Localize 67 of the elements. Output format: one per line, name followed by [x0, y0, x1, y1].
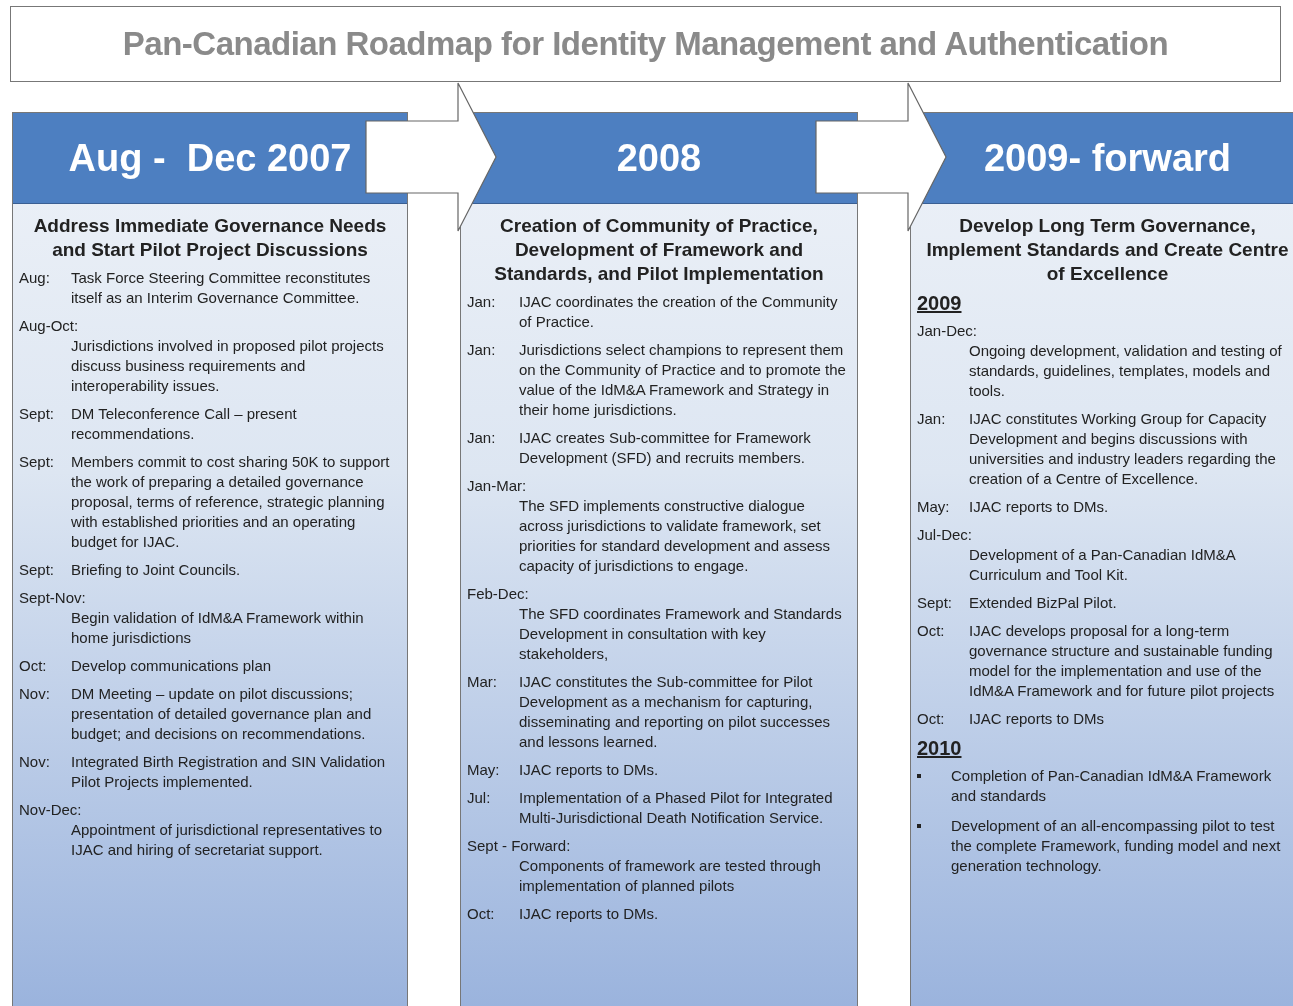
- date-label: Sept-Nov:: [19, 588, 86, 608]
- date-label: Nov-Dec:: [19, 800, 82, 820]
- bullet-text: Completion of Pan-Canadian IdM&A Framework and standards: [951, 766, 1293, 806]
- date-label: Oct:: [917, 621, 946, 641]
- event-text: Components of framework are tested through implementation of planned pilots: [519, 856, 822, 896]
- date-label: May:: [467, 760, 501, 780]
- date-label: Jan-Mar:: [467, 476, 527, 496]
- date-label: Feb-Dec:: [467, 584, 529, 604]
- event-text: The SFD implements constructive dialogue across jurisdictions to validate framework, set priorities for standard development and assess capacity of jurisdictions to engage.: [519, 496, 831, 576]
- bullet-text: Development of an all-encompassing pilot to test the complete Framework, funding model and next generation technology.: [951, 816, 1293, 876]
- date-label: Aug:: [19, 268, 51, 288]
- date-label: Sept - Forward:: [467, 836, 571, 856]
- year-heading: 2009: [917, 292, 963, 315]
- date-label: May:: [917, 497, 951, 517]
- event-text: IJAC constitutes Working Group for Capacity Development and begins discussions with universities and industry leaders regarding the creation of a Centre of Excellence.: [969, 409, 1277, 489]
- phase-heading: Creation of Community of Practice, Development of Framework and Standards, and Pilot Implementation: [493, 214, 825, 286]
- date-label: Jan-Dec:: [917, 321, 978, 341]
- event-text: Jurisdictions select champions to represent them on the Community of Practice and to promote the value of the IdM&A Framework and Strategy in their home jurisdictions.: [519, 340, 847, 420]
- event-text: Develop communications plan: [71, 656, 273, 676]
- event-text: IJAC reports to DMs.: [519, 760, 660, 780]
- date-label: Oct:: [19, 656, 48, 676]
- event-text: Members commit to cost sharing 50K to support the work of preparing a detailed governance proposal, terms of reference, strategic planning with established priorities and an operating budget for IJAC.: [71, 452, 391, 552]
- date-label: Nov:: [19, 752, 51, 772]
- event-text: Jurisdictions involved in proposed pilot projects discuss business requirements and interoperability issues.: [71, 336, 385, 396]
- event-text: DM Meeting – update on pilot discussions; presentation of detailed governance plan and budget; and decisions on recommendations.: [71, 684, 373, 744]
- date-label: Sept:: [19, 452, 56, 472]
- event-text: Ongoing development, validation and testing of standards, guidelines, templates, models and tools.: [969, 341, 1283, 401]
- date-label: Aug-Oct:: [19, 316, 79, 336]
- event-text: IJAC reports to DMs: [969, 709, 1106, 729]
- block-arrow: [365, 82, 497, 232]
- date-label: Jan:: [917, 409, 947, 429]
- phase-heading: Develop Long Term Governance, Implement Standards and Create Centre of Excellence: [925, 214, 1290, 286]
- diagram-title: Pan-Canadian Roadmap for Identity Management and Authentication: [10, 6, 1281, 82]
- event-text: IJAC coordinates the creation of the Community of Practice.: [519, 292, 839, 332]
- timeline-column: [910, 112, 1293, 1006]
- date-label: Sept:: [917, 593, 954, 613]
- event-text: IJAC reports to DMs.: [969, 497, 1110, 517]
- event-text: IJAC constitutes the Sub-committee for Pilot Development as a mechanism for capturing, disseminating and reporting on pilot successes and lessons learned.: [519, 672, 831, 752]
- event-text: Begin validation of IdM&A Framework within home jurisdictions: [71, 608, 365, 648]
- date-label: Sept:: [19, 560, 56, 580]
- date-label: Jul:: [467, 788, 492, 808]
- event-text: Extended BizPal Pilot.: [969, 593, 1118, 613]
- date-label: Jan:: [467, 428, 497, 448]
- event-text: Task Force Steering Committee reconstitutes itself as an Interim Governance Committee.: [71, 268, 372, 308]
- event-text: Implementation of a Phased Pilot for Integrated Multi-Jurisdictional Death Notification Service.: [519, 788, 834, 828]
- date-label: Sept:: [19, 404, 56, 424]
- event-text: Appointment of jurisdictional representatives to IJAC and hiring of secretariat support.: [71, 820, 383, 860]
- block-arrow: [815, 82, 947, 232]
- event-text: IJAC develops proposal for a long-term governance structure and sustainable funding model for the implementation and use of the IdM&A Framework and for future pilot projects: [969, 621, 1276, 701]
- event-text: IJAC creates Sub-committee for Framework Development (SFD) and recruits members.: [519, 428, 812, 468]
- date-label: Oct:: [467, 904, 496, 924]
- phase-heading: Address Immediate Governance Needs and Start Pilot Project Discussions: [32, 214, 388, 262]
- date-label: Nov:: [19, 684, 51, 704]
- event-text: Briefing to Joint Councils.: [71, 560, 242, 580]
- date-label: Mar:: [467, 672, 498, 692]
- event-text: The SFD coordinates Framework and Standards Development in consultation with key stakeholders,: [519, 604, 843, 664]
- timeline-column: [460, 112, 858, 1006]
- date-label: Oct:: [917, 709, 946, 729]
- date-label: Jan:: [467, 292, 497, 312]
- timeline-column: [12, 112, 408, 1006]
- date-label: Jan:: [467, 340, 497, 360]
- date-label: Jul-Dec:: [917, 525, 972, 545]
- event-text: DM Teleconference Call – present recommendations.: [71, 404, 298, 444]
- year-heading: 2010: [917, 737, 963, 760]
- event-text: IJAC reports to DMs.: [519, 904, 660, 924]
- event-text: Integrated Birth Registration and SIN Validation Pilot Projects implemented.: [71, 752, 387, 792]
- event-text: Development of a Pan-Canadian IdM&A Curriculum and Tool Kit.: [969, 545, 1237, 585]
